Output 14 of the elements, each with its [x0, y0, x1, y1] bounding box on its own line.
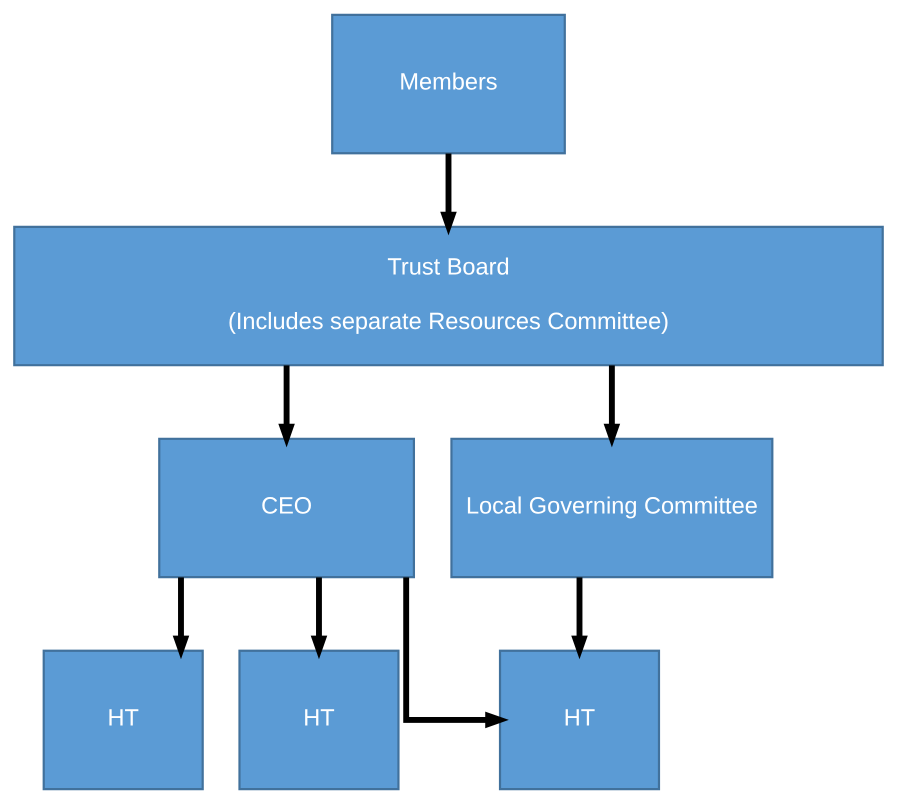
arrow	[604, 365, 620, 448]
arrow	[440, 153, 457, 236]
node-box: Trust Board (Includes separate Resources Committee)	[13, 226, 884, 366]
node-box: CEO	[158, 438, 416, 578]
node-box: HT	[498, 650, 660, 790]
node-box: Local Governing Committee	[450, 438, 774, 578]
arrow	[571, 577, 588, 660]
arrow	[403, 577, 509, 728]
node-box: HT	[238, 650, 400, 790]
node-box: HT	[42, 650, 204, 790]
arrow	[310, 577, 328, 660]
arrow	[172, 577, 190, 660]
node-box: Members	[331, 14, 566, 154]
arrow	[278, 365, 295, 448]
